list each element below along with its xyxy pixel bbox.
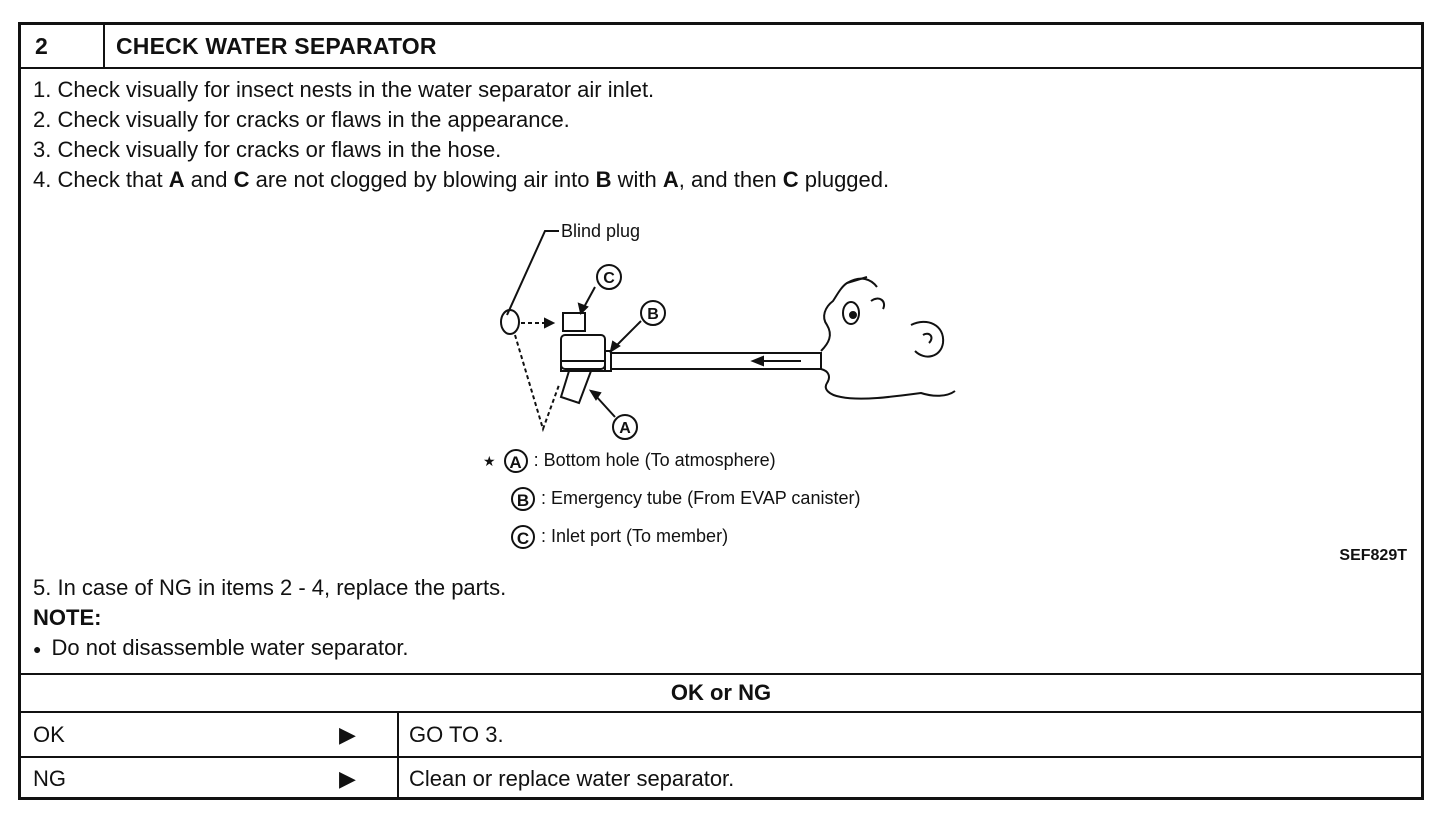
results-divider <box>397 711 399 800</box>
figure-id: SEF829T <box>1339 547 1407 564</box>
blind-plug-leader <box>506 230 559 316</box>
results-rule-mid <box>21 756 1421 758</box>
svg-text:B: B <box>647 306 659 323</box>
legend-b-circle: B <box>511 487 535 511</box>
legend-row-a: ★A: Bottom hole (To atmosphere) <box>483 449 776 473</box>
result-ng-status: NG <box>33 766 66 791</box>
legend-c-circle: C <box>511 525 535 549</box>
separator-body-icon <box>560 334 606 370</box>
label-a-leader <box>594 394 616 418</box>
plug-dashed-line-bottom <box>514 334 560 433</box>
inlet-port-c-icon <box>562 312 586 332</box>
header-divider <box>103 25 105 67</box>
water-separator-figure: Blind plug C B <box>500 221 956 440</box>
result-ng-arrow-icon: ▶ <box>339 766 356 791</box>
svg-text:A: A <box>619 420 631 437</box>
bullet-icon: ● <box>33 641 42 658</box>
emergency-tube-icon <box>610 352 822 370</box>
svg-text:C: C <box>603 270 615 287</box>
instruction-3: 3. Check visually for cracks or flaws in… <box>33 137 502 162</box>
result-ok-status: OK <box>33 722 65 747</box>
label-c-circle <box>596 264 622 290</box>
procedure-frame: 2 CHECK WATER SEPARATOR 1. Check visuall… <box>18 22 1424 800</box>
note-item: ●Do not disassemble water separator. <box>33 635 409 660</box>
results-rule-top <box>21 673 1421 675</box>
result-ng-action: Clean or replace water separator. <box>409 766 735 791</box>
legend-row-b: B: Emergency tube (From EVAP canister) <box>511 487 860 511</box>
legend-row-c: C: Inlet port (To member) <box>511 525 728 549</box>
airflow-arrow-head <box>750 355 764 367</box>
eye-icon <box>842 301 860 325</box>
header-rule <box>21 67 1421 69</box>
result-ok-arrow-icon: ▶ <box>339 722 356 747</box>
result-ok-action: GO TO 3. <box>409 722 504 747</box>
instruction-5: 5. In case of NG in items 2 - 4, replace… <box>33 575 507 600</box>
instruction-4: 4. Check that A and C are not clogged by… <box>33 167 890 192</box>
plug-dashed-arrow <box>544 317 556 329</box>
note-label: NOTE: <box>33 605 102 630</box>
legend-a-circle: A <box>503 449 528 473</box>
results-rule-header <box>21 711 1421 713</box>
blind-plug-label: Blind plug <box>561 221 640 241</box>
step-number: 2 <box>35 33 48 59</box>
label-b-leader <box>614 320 642 348</box>
label-b-circle <box>640 300 666 326</box>
instruction-2: 2. Check visually for cracks or flaws in… <box>33 107 570 132</box>
step-title: CHECK WATER SEPARATOR <box>116 33 437 59</box>
ear-icon <box>910 320 945 358</box>
blind-plug-icon <box>500 309 520 335</box>
star-icon: ★ <box>483 452 496 469</box>
instruction-1: 1. Check visually for insect nests in th… <box>33 77 655 102</box>
result-header: OK or NG <box>670 680 772 705</box>
face-outline-icon <box>820 276 868 352</box>
label-a-circle <box>612 414 638 440</box>
bottom-hole-a-icon <box>559 370 593 405</box>
brow-icon <box>870 297 885 310</box>
